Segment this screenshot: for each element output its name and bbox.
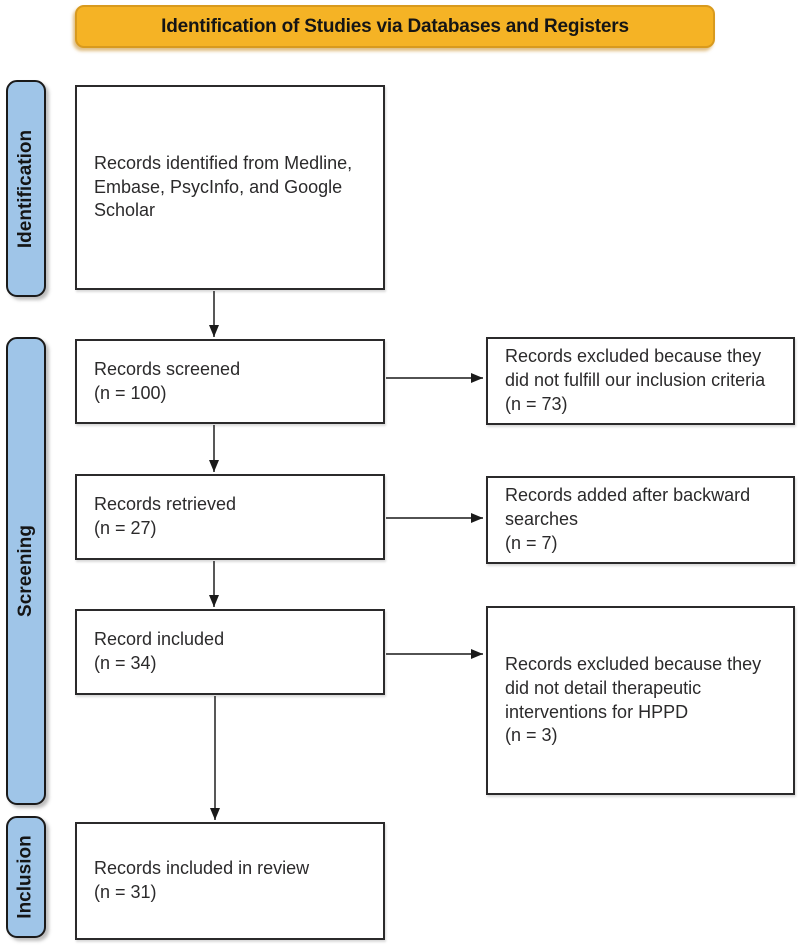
- stage-label-identification: Identification: [6, 80, 46, 297]
- box-records-excluded-no-therapeutic-detail-text: Records excluded because they did not de…: [505, 654, 762, 746]
- stage-label-inclusion: Inclusion: [6, 816, 46, 938]
- box-records-excluded-inclusion-criteria: Records excluded because they did not fu…: [486, 337, 795, 425]
- stage-identification-text: Identification: [15, 129, 37, 248]
- box-records-excluded-no-therapeutic-detail: Records excluded because they did not de…: [486, 606, 795, 795]
- box-records-added-backward-searches-text: Records added after backward searches (n…: [505, 485, 751, 553]
- box-records-added-backward-searches: Records added after backward searches (n…: [486, 476, 795, 564]
- box-records-included-in-review: Records included in review (n = 31): [75, 822, 385, 940]
- stage-label-screening: Screening: [6, 337, 46, 805]
- box-record-included-text: Record included (n = 34): [94, 629, 225, 673]
- box-records-screened: Records screened (n = 100): [75, 339, 385, 424]
- stage-inclusion-text: Inclusion: [15, 835, 36, 919]
- box-records-identified: Records identified from Medline, Embase,…: [75, 85, 385, 290]
- stage-screening-text: Screening: [15, 525, 36, 617]
- box-records-retrieved-text: Records retrieved (n = 27): [94, 494, 237, 538]
- box-records-included-in-review-text: Records included in review (n = 31): [94, 858, 310, 902]
- box-records-excluded-inclusion-criteria-text: Records excluded because they did not fu…: [505, 346, 766, 414]
- box-records-screened-text: Records screened (n = 100): [94, 358, 241, 403]
- box-record-included: Record included (n = 34): [75, 609, 385, 695]
- box-records-retrieved: Records retrieved (n = 27): [75, 474, 385, 560]
- box-records-identified-text: Records identified from Medline, Embase,…: [94, 152, 353, 221]
- diagram-title-banner: Identification of Studies via Databases …: [75, 5, 715, 48]
- diagram-title: Identification of Studies via Databases …: [161, 15, 629, 37]
